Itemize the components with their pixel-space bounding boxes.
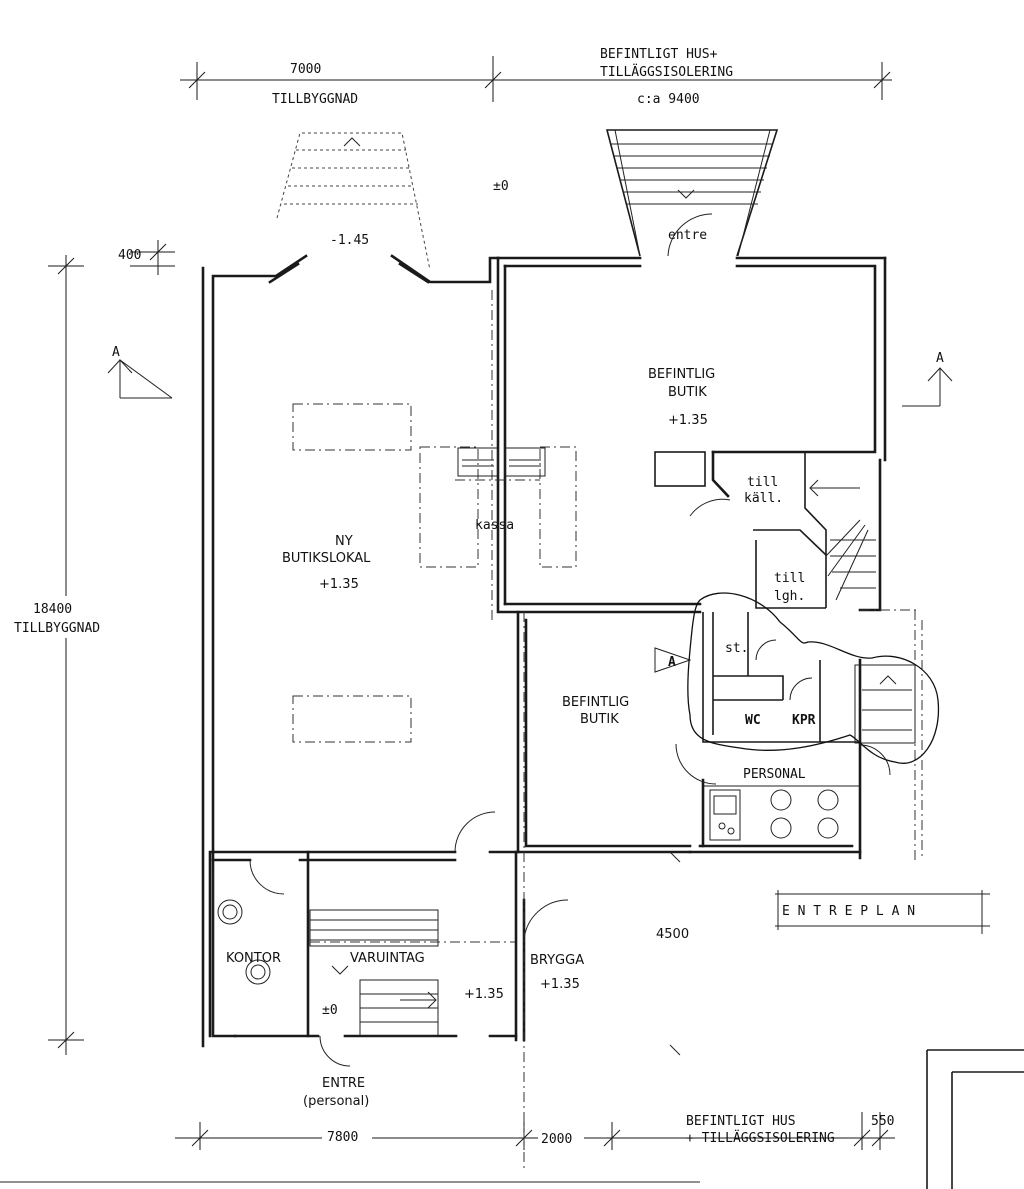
main-entrance-label: entre <box>668 228 707 243</box>
staff-entrance-label-1: ENTRE <box>322 1076 365 1091</box>
room-existing-shop-bottom-2: BUTIK <box>580 712 619 727</box>
dimension-top <box>180 56 892 102</box>
wc-area <box>654 612 916 785</box>
room-new-shop-2: BUTIKSLOKAL <box>282 551 371 566</box>
internal-stair <box>654 450 876 609</box>
level-ground-bottom: ±0 <box>322 1003 338 1018</box>
rear-stair-dashed <box>276 132 431 271</box>
outer-walls <box>201 254 887 1048</box>
dim-bottom-right-label-1: BEFINTLIGT HUS <box>686 1114 796 1129</box>
room-till-lgh-2: lgh. <box>774 589 805 604</box>
section-marker-right <box>902 367 953 407</box>
revision-cloud <box>687 592 940 764</box>
dimension-left <box>48 240 175 1055</box>
dim-top-left-label: TILLBYGGNAD <box>272 92 358 107</box>
section-mark-inner: A <box>668 655 676 670</box>
room-varuintag: VARUINTAG <box>350 951 425 966</box>
room-till-kall-2: käll. <box>744 491 783 506</box>
dim-top-right-value: c:a 9400 <box>637 92 700 107</box>
room-storage: st. <box>725 641 748 656</box>
room-new-shop-1: NY <box>335 534 353 549</box>
plan-title-frame <box>0 890 1024 1189</box>
personal-furniture <box>704 785 860 841</box>
dim-bottom-mid-value: 2000 <box>541 1132 572 1147</box>
dim-top-right-label-2: TILLÄGGSISOLERING <box>600 64 733 80</box>
room-brygga: BRYGGA <box>530 953 584 968</box>
room-existing-shop-top-level: +1.35 <box>668 413 708 428</box>
room-existing-shop-top-2: BUTIK <box>668 385 707 400</box>
plan-title: E N T R E P L A N <box>782 904 915 919</box>
dimension-bottom <box>175 1112 895 1150</box>
dim-top-right-label-1: BEFINTLIGT HUS+ <box>600 47 718 62</box>
room-new-shop-level: +1.35 <box>319 577 359 592</box>
varuintag-stairs <box>309 909 515 1037</box>
room-existing-shop-bottom-1: BEFINTLIG <box>562 695 629 710</box>
dim-top-left-value: 7000 <box>290 62 321 77</box>
staff-entrance-label-2: (personal) <box>303 1094 369 1109</box>
main-entrance-stair <box>605 129 779 257</box>
section-marker-left <box>107 359 173 399</box>
room-kpr: KPR <box>792 713 816 728</box>
counter-kassa <box>457 447 546 477</box>
room-brygga-level: +1.35 <box>540 977 580 992</box>
dim-bottom-right-value: 550 <box>871 1114 894 1129</box>
dim-bottom-right-label-2: + TILLÄGGSISOLERING <box>686 1130 835 1146</box>
room-kontor: KONTOR <box>226 951 281 966</box>
kontor-fixtures <box>212 870 271 1036</box>
room-existing-shop-top-1: BEFINTLIG <box>648 367 715 382</box>
level-stair-top: -1.45 <box>330 233 369 248</box>
level-ground-top: ±0 <box>493 179 509 194</box>
room-till-lgh-1: till <box>774 571 805 586</box>
dim-courtyard-value: 4500 <box>656 927 689 942</box>
room-kassa: kassa <box>475 518 514 533</box>
dim-bottom-left-value: 7800 <box>327 1130 358 1145</box>
shelf-units <box>292 403 577 743</box>
section-mark-left: A <box>112 345 120 360</box>
door-swings <box>249 811 569 1067</box>
room-varuintag-level: +1.35 <box>464 987 504 1002</box>
room-till-kall-1: till <box>747 475 778 490</box>
dim-left-value: 18400 <box>33 602 72 617</box>
room-wc: WC <box>745 713 761 728</box>
dim-left-label: TILLBYGGNAD <box>14 621 100 636</box>
section-mark-right: A <box>936 351 944 366</box>
dim-left-offset: 400 <box>118 248 141 263</box>
room-personal: PERSONAL <box>743 767 806 782</box>
